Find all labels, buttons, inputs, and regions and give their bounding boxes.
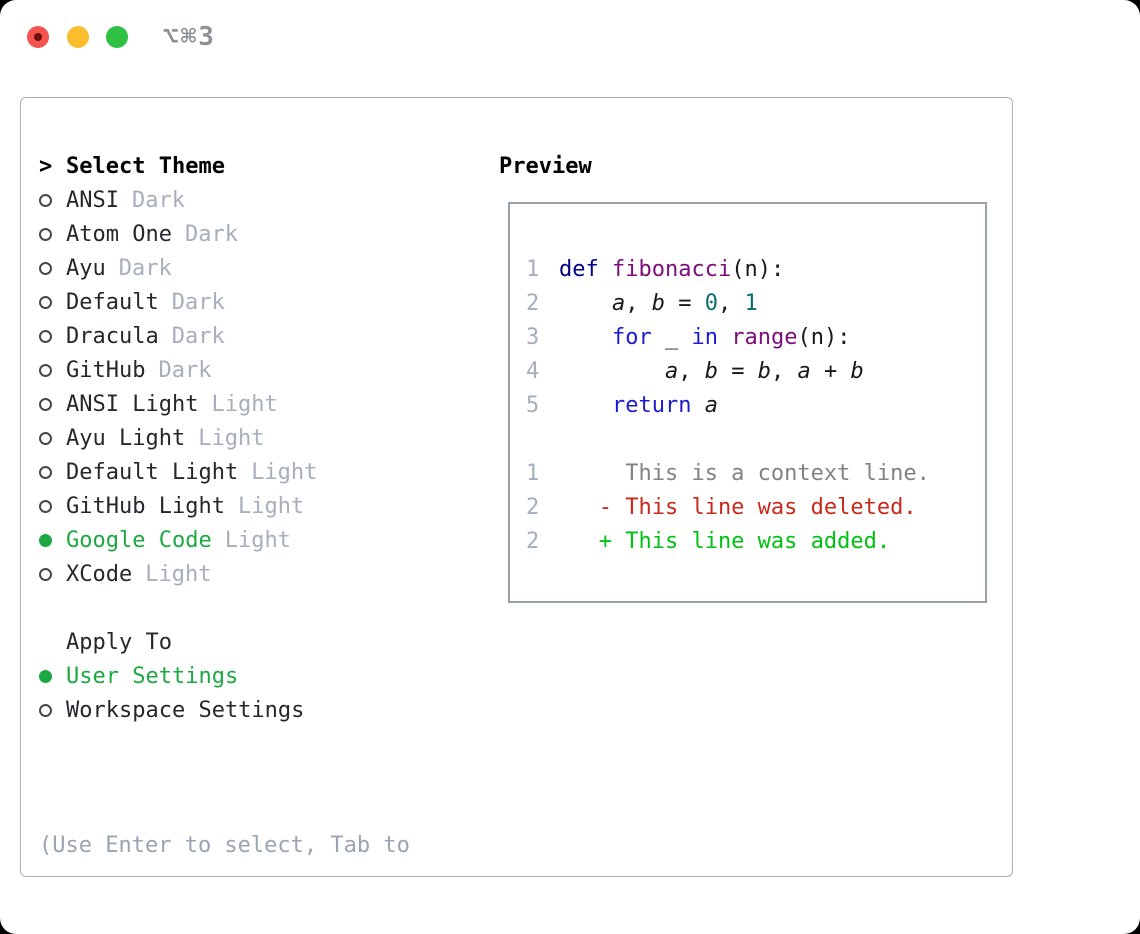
- preview-pane: 1 def fibonacci(n): 2 a, b = 0, 1 3 for …: [508, 202, 987, 603]
- theme-variant: Light: [198, 425, 265, 451]
- preview-title: Preview: [499, 153, 592, 179]
- theme-list-item[interactable]: ANSI Light Light: [39, 387, 317, 421]
- theme-list-item[interactable]: Atom One Dark: [39, 217, 317, 251]
- theme-variant: Dark: [184, 221, 238, 247]
- theme-name: GitHub Light: [66, 493, 225, 519]
- minimize-button[interactable]: [67, 26, 89, 48]
- theme-list-item[interactable]: ANSI Dark: [39, 183, 317, 217]
- theme-list-item[interactable]: XCode Light: [39, 557, 317, 591]
- theme-variant: Dark: [171, 323, 225, 349]
- code-text: def fibonacci(n):: [559, 256, 785, 282]
- theme-list: ANSI Dark Atom One Dark Ayu Dark Default…: [39, 183, 317, 591]
- code-text: for _ in range(n):: [611, 324, 851, 350]
- code-line: 1 def fibonacci(n):: [526, 252, 985, 286]
- radio-icon: [39, 431, 52, 445]
- code-text: a, b = b, a + b: [664, 358, 864, 384]
- line-number: 4: [526, 358, 540, 384]
- theme-selector-column: > Select Theme ANSI Dark Atom One Dark A…: [39, 149, 317, 727]
- apply-to-label: Apply To: [66, 629, 172, 655]
- theme-variant: Light: [251, 459, 318, 485]
- keyboard-hint: (Use Enter to select, Tab to change focu…: [39, 761, 410, 934]
- line-number: 1: [526, 256, 540, 282]
- radio-icon: [39, 261, 52, 275]
- apply-to-option[interactable]: User Settings: [39, 659, 317, 693]
- theme-name: Default: [66, 289, 159, 315]
- theme-variant: Dark: [171, 289, 225, 315]
- theme-list-item[interactable]: Default Light Light: [39, 455, 317, 489]
- apply-to-header: Apply To: [39, 625, 317, 659]
- theme-name: GitHub: [66, 357, 146, 383]
- theme-list-item[interactable]: GitHub Light Light: [39, 489, 317, 523]
- theme-name: ANSI: [66, 187, 119, 213]
- diff-line: 2 + This line was added.: [526, 524, 985, 558]
- theme-list-item[interactable]: Dracula Dark: [39, 319, 317, 353]
- line-number: 2: [526, 290, 540, 316]
- spacer: [39, 591, 317, 625]
- code-text: return a: [611, 392, 718, 418]
- radio-icon: [39, 533, 52, 547]
- theme-variant: Light: [145, 561, 212, 587]
- zoom-button[interactable]: [106, 26, 128, 48]
- theme-name: Ayu Light: [66, 425, 186, 451]
- line-number: 1: [526, 460, 540, 486]
- theme-name: Google Code: [66, 527, 212, 553]
- diff-line: 1 This is a context line.: [526, 456, 985, 490]
- theme-name: Default Light: [66, 459, 239, 485]
- code-line: 5 return a: [526, 388, 985, 422]
- code-line: 3 for _ in range(n):: [526, 320, 985, 354]
- apply-to-option-label: Workspace Settings: [66, 697, 305, 723]
- theme-variant: Dark: [158, 357, 212, 383]
- theme-list-item[interactable]: Ayu Light Light: [39, 421, 317, 455]
- theme-variant: Dark: [131, 187, 185, 213]
- theme-name: Atom One: [66, 221, 172, 247]
- radio-icon: [39, 499, 52, 513]
- radio-icon: [39, 465, 52, 479]
- code-line: 4 a, b = b, a + b: [526, 354, 985, 388]
- radio-icon: [39, 329, 52, 343]
- radio-icon: [39, 227, 52, 241]
- theme-name: Dracula: [66, 323, 159, 349]
- diff-text: - This line was deleted.: [559, 494, 917, 520]
- line-number: 2: [526, 528, 540, 554]
- diff-text: + This line was added.: [559, 528, 891, 554]
- line-number: 2: [526, 494, 540, 520]
- close-button[interactable]: [27, 26, 49, 48]
- radio-icon: [39, 703, 52, 717]
- theme-list-item[interactable]: GitHub Dark: [39, 353, 317, 387]
- keyboard-hint-line1: (Use Enter to select, Tab to: [39, 833, 410, 858]
- apply-to-option[interactable]: Workspace Settings: [39, 693, 317, 727]
- code-line: 2 a, b = 0, 1: [526, 286, 985, 320]
- apply-to-options: User Settings Workspace Settings: [39, 659, 317, 727]
- diff-lines: 1 This is a context line. 2 - This line …: [526, 456, 985, 558]
- radio-icon: [39, 193, 52, 207]
- theme-list-item[interactable]: Default Dark: [39, 285, 317, 319]
- theme-picker-panel: > Select Theme ANSI Dark Atom One Dark A…: [20, 97, 1013, 877]
- line-number: 3: [526, 324, 540, 350]
- theme-list-item[interactable]: Google Code Light: [39, 523, 317, 557]
- code-lines: 1 def fibonacci(n): 2 a, b = 0, 1 3 for …: [526, 252, 985, 422]
- window-title-shortcut: ⌥⌘3: [163, 22, 216, 52]
- radio-icon: [39, 669, 52, 683]
- theme-list-item[interactable]: Ayu Dark: [39, 251, 317, 285]
- theme-name: ANSI Light: [66, 391, 199, 417]
- theme-variant: Light: [224, 527, 291, 553]
- diff-text: This is a context line.: [559, 460, 930, 486]
- select-theme-header: > Select Theme: [39, 149, 317, 183]
- theme-name: Ayu: [66, 255, 106, 281]
- prompt-caret-icon: >: [39, 153, 53, 179]
- theme-variant: Dark: [118, 255, 172, 281]
- theme-variant: Light: [211, 391, 278, 417]
- radio-icon: [39, 363, 52, 377]
- apply-to-option-label: User Settings: [66, 663, 239, 689]
- line-number: 5: [526, 392, 540, 418]
- panel-title: Select Theme: [66, 153, 225, 179]
- radio-icon: [39, 295, 52, 309]
- radio-icon: [39, 397, 52, 411]
- code-text: a, b = 0, 1: [611, 290, 758, 316]
- theme-variant: Light: [237, 493, 305, 519]
- radio-icon: [39, 567, 52, 581]
- theme-name: XCode: [66, 561, 133, 587]
- diff-line: 2 - This line was deleted.: [526, 490, 985, 524]
